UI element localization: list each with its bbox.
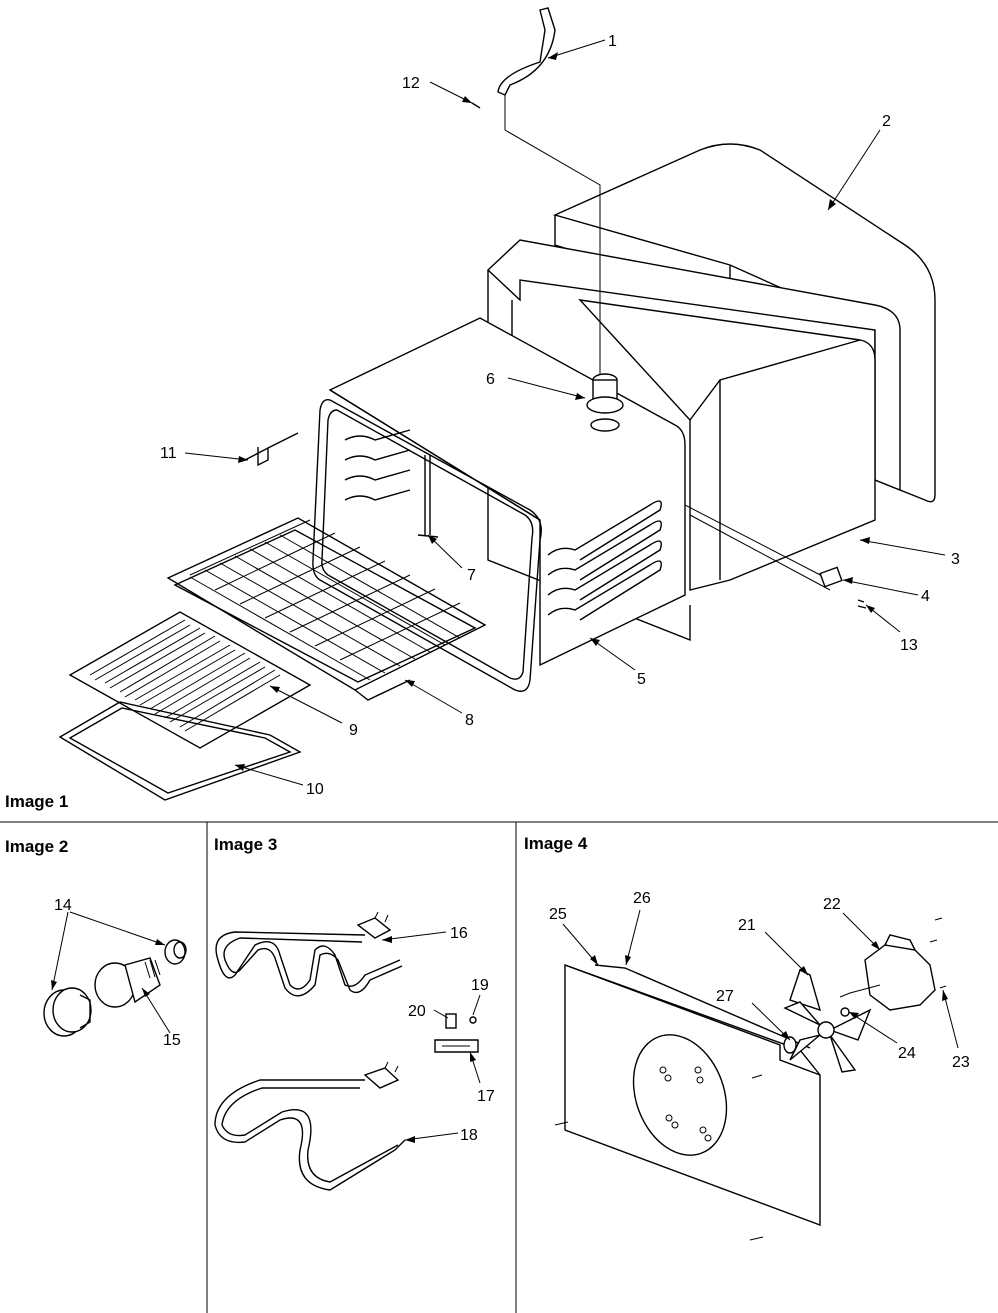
- leader-lines-image-1: [184, 39, 946, 786]
- callout-18: 18: [460, 1127, 478, 1144]
- callout-13: 13: [900, 637, 918, 654]
- callout-8: 8: [465, 712, 474, 729]
- callout-9: 9: [349, 722, 358, 739]
- callout-17: 17: [477, 1088, 495, 1105]
- oven-assembly-drawing: [58, 7, 936, 801]
- callout-22: 22: [823, 896, 841, 913]
- callout-24: 24: [898, 1045, 916, 1062]
- callout-26: 26: [633, 890, 651, 907]
- callout-6: 6: [486, 371, 495, 388]
- callout-25: 25: [549, 906, 567, 923]
- callout-4: 4: [921, 588, 930, 605]
- panel-label-image-4: Image 4: [524, 834, 588, 853]
- panel-label-image-3: Image 3: [214, 835, 277, 854]
- convection-fan-drawing: [554, 909, 959, 1241]
- panel-label-image-1: Image 1: [5, 792, 68, 811]
- callout-20: 20: [408, 1003, 426, 1020]
- callout-23: 23: [952, 1054, 970, 1071]
- callout-21: 21: [738, 917, 756, 934]
- callout-14: 14: [54, 897, 72, 914]
- callout-5: 5: [637, 671, 646, 688]
- callout-12: 12: [402, 75, 420, 92]
- callout-2: 2: [882, 113, 891, 130]
- light-assembly-drawing: [43, 911, 187, 1037]
- panel-label-image-2: Image 2: [5, 837, 68, 856]
- callout-16: 16: [450, 925, 468, 942]
- callout-11: 11: [160, 445, 177, 462]
- callout-3: 3: [951, 551, 960, 568]
- callout-1: 1: [608, 33, 617, 50]
- callout-15: 15: [163, 1032, 181, 1049]
- callout-27: 27: [716, 988, 734, 1005]
- heating-elements-drawing: [214, 911, 481, 1191]
- callout-10: 10: [306, 781, 324, 798]
- callout-19: 19: [471, 977, 489, 994]
- callout-7: 7: [467, 567, 476, 584]
